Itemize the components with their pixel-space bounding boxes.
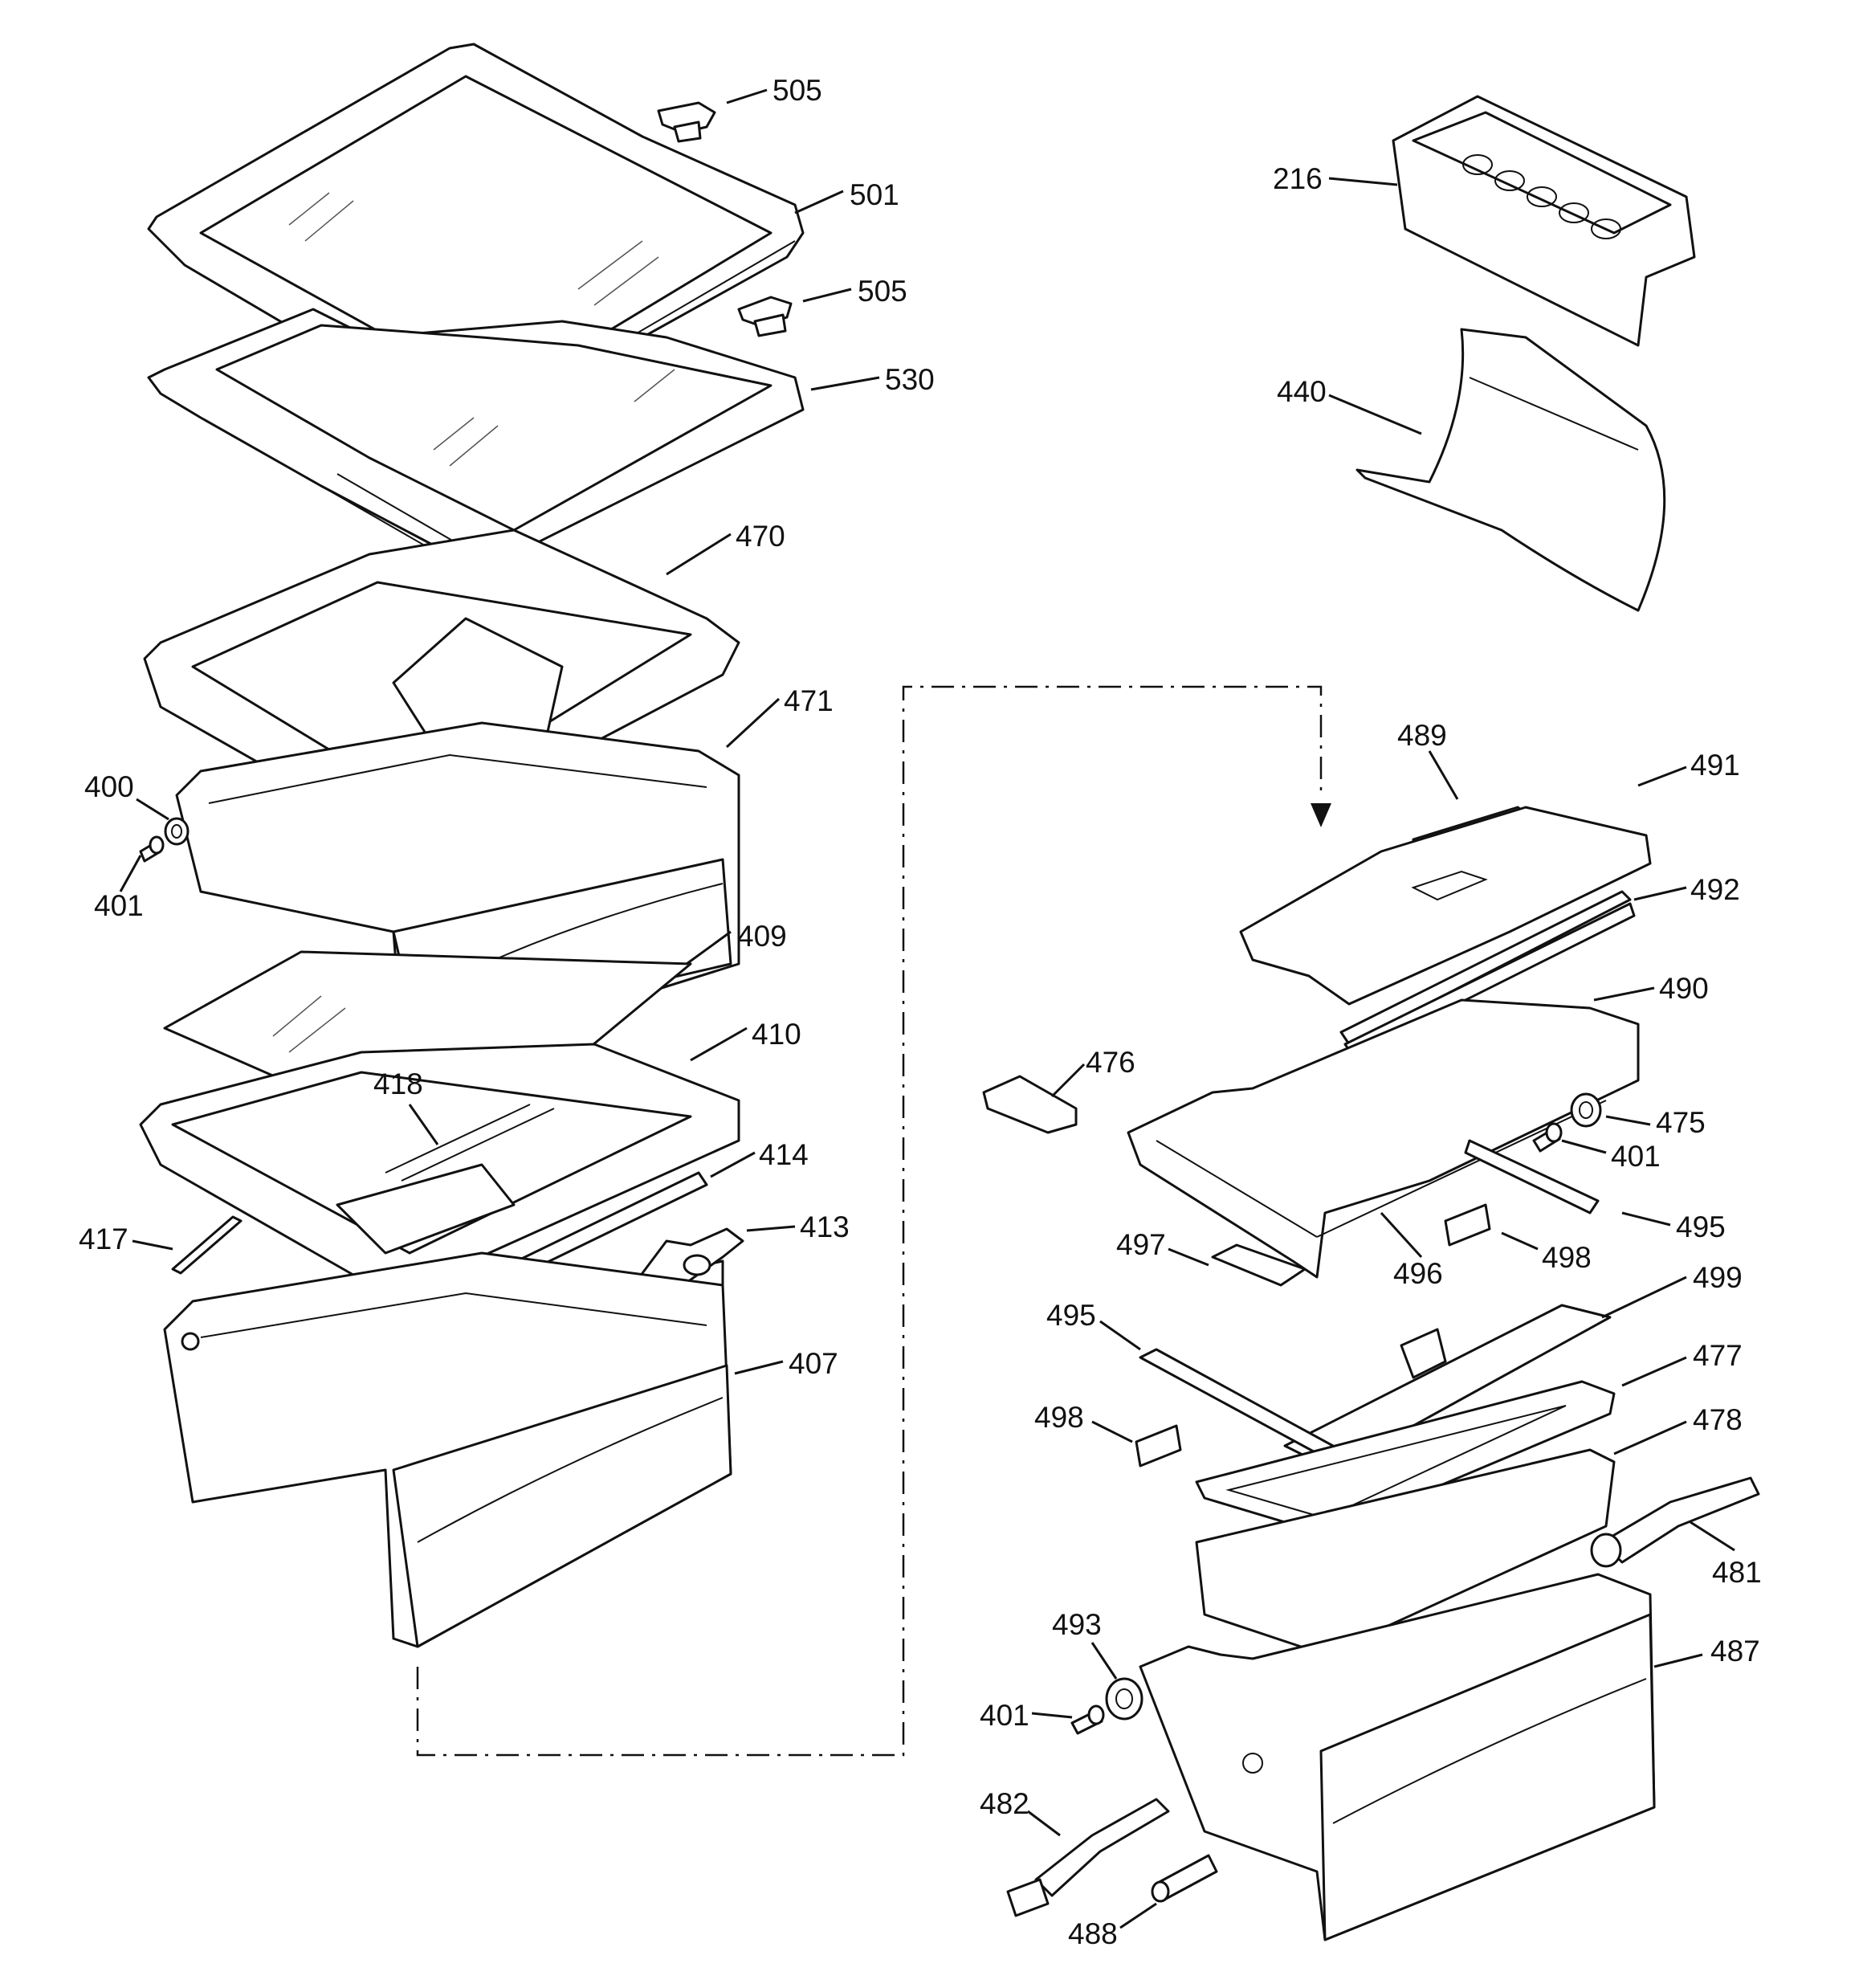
callout-492: 492 (1690, 873, 1740, 906)
callout-530: 530 (885, 363, 935, 396)
part-488-pin (1151, 1854, 1218, 1903)
callout-482: 482 (980, 1787, 1029, 1820)
part-505-top-clip (657, 101, 716, 143)
callout-409: 409 (737, 920, 787, 953)
callout-410: 410 (752, 1018, 801, 1051)
part-417-rod (171, 1215, 243, 1275)
callout-481: 481 (1712, 1556, 1762, 1589)
dashed-routing-line (416, 685, 1323, 1757)
part-476-end-cap (982, 1075, 1078, 1134)
part-401-screw-lower (1070, 1704, 1105, 1735)
callout-471: 471 (784, 684, 834, 717)
callout-414: 414 (759, 1138, 809, 1171)
part-498-lower-slide (1135, 1424, 1182, 1468)
callout-498-upper: 498 (1542, 1241, 1592, 1274)
callout-491: 491 (1690, 749, 1740, 782)
callout-417: 417 (79, 1223, 128, 1255)
callout-478: 478 (1693, 1403, 1743, 1436)
callout-400: 400 (84, 770, 134, 803)
callout-487: 487 (1710, 1635, 1760, 1668)
callout-501: 501 (850, 178, 899, 211)
part-498-upper-slide (1444, 1203, 1491, 1247)
callout-496: 496 (1393, 1257, 1443, 1290)
part-401-screw-right (1532, 1122, 1563, 1153)
callout-497: 497 (1116, 1228, 1166, 1261)
part-495-rail-right (1464, 1139, 1600, 1214)
part-216-egg-bin (1392, 95, 1696, 347)
callout-476: 476 (1086, 1046, 1135, 1079)
callout-216: 216 (1273, 162, 1323, 195)
callout-505-second: 505 (858, 275, 907, 308)
callout-440: 440 (1277, 375, 1327, 408)
callout-477: 477 (1693, 1339, 1743, 1372)
part-478-liner (1195, 1448, 1616, 1656)
part-407-drawer (163, 1251, 732, 1648)
callout-475: 475 (1656, 1106, 1706, 1139)
part-487-drawer (1139, 1573, 1656, 1941)
part-497-block (1211, 1243, 1307, 1287)
part-481-lever (1590, 1476, 1760, 1568)
part-410-crisper-frame (139, 1043, 740, 1295)
part-505-second-clip (737, 296, 793, 337)
callout-498-lower: 498 (1034, 1401, 1084, 1434)
callout-401-lower: 401 (980, 1699, 1029, 1732)
part-482-lever (1006, 1798, 1170, 1917)
part-477-frame (1195, 1380, 1616, 1536)
part-491-lid (1239, 806, 1652, 1006)
callout-493: 493 (1052, 1608, 1102, 1641)
callout-401-left: 401 (94, 889, 144, 922)
callout-401-right: 401 (1611, 1140, 1661, 1173)
callout-495-left: 495 (1046, 1299, 1096, 1332)
part-440-curved-cover (1355, 328, 1666, 612)
callout-418: 418 (373, 1067, 423, 1100)
leader-lines (119, 88, 1735, 1929)
callout-407: 407 (789, 1347, 838, 1380)
callout-495-right: 495 (1676, 1210, 1726, 1243)
callout-470: 470 (736, 520, 785, 553)
part-401-screw-left (139, 835, 165, 863)
callout-499: 499 (1693, 1261, 1743, 1294)
part-490-housing (1127, 998, 1640, 1279)
callout-489: 489 (1397, 719, 1447, 752)
callout-413: 413 (800, 1210, 850, 1243)
part-400-roller (164, 817, 190, 846)
callout-labels: 505 501 505 530 470 471 400 401 409 410 … (79, 74, 1762, 1950)
callout-505-top: 505 (773, 74, 822, 107)
callout-488: 488 (1068, 1917, 1118, 1950)
arrow-head-icon (1311, 803, 1331, 827)
part-493-roller (1105, 1677, 1143, 1721)
callout-490: 490 (1659, 972, 1709, 1005)
